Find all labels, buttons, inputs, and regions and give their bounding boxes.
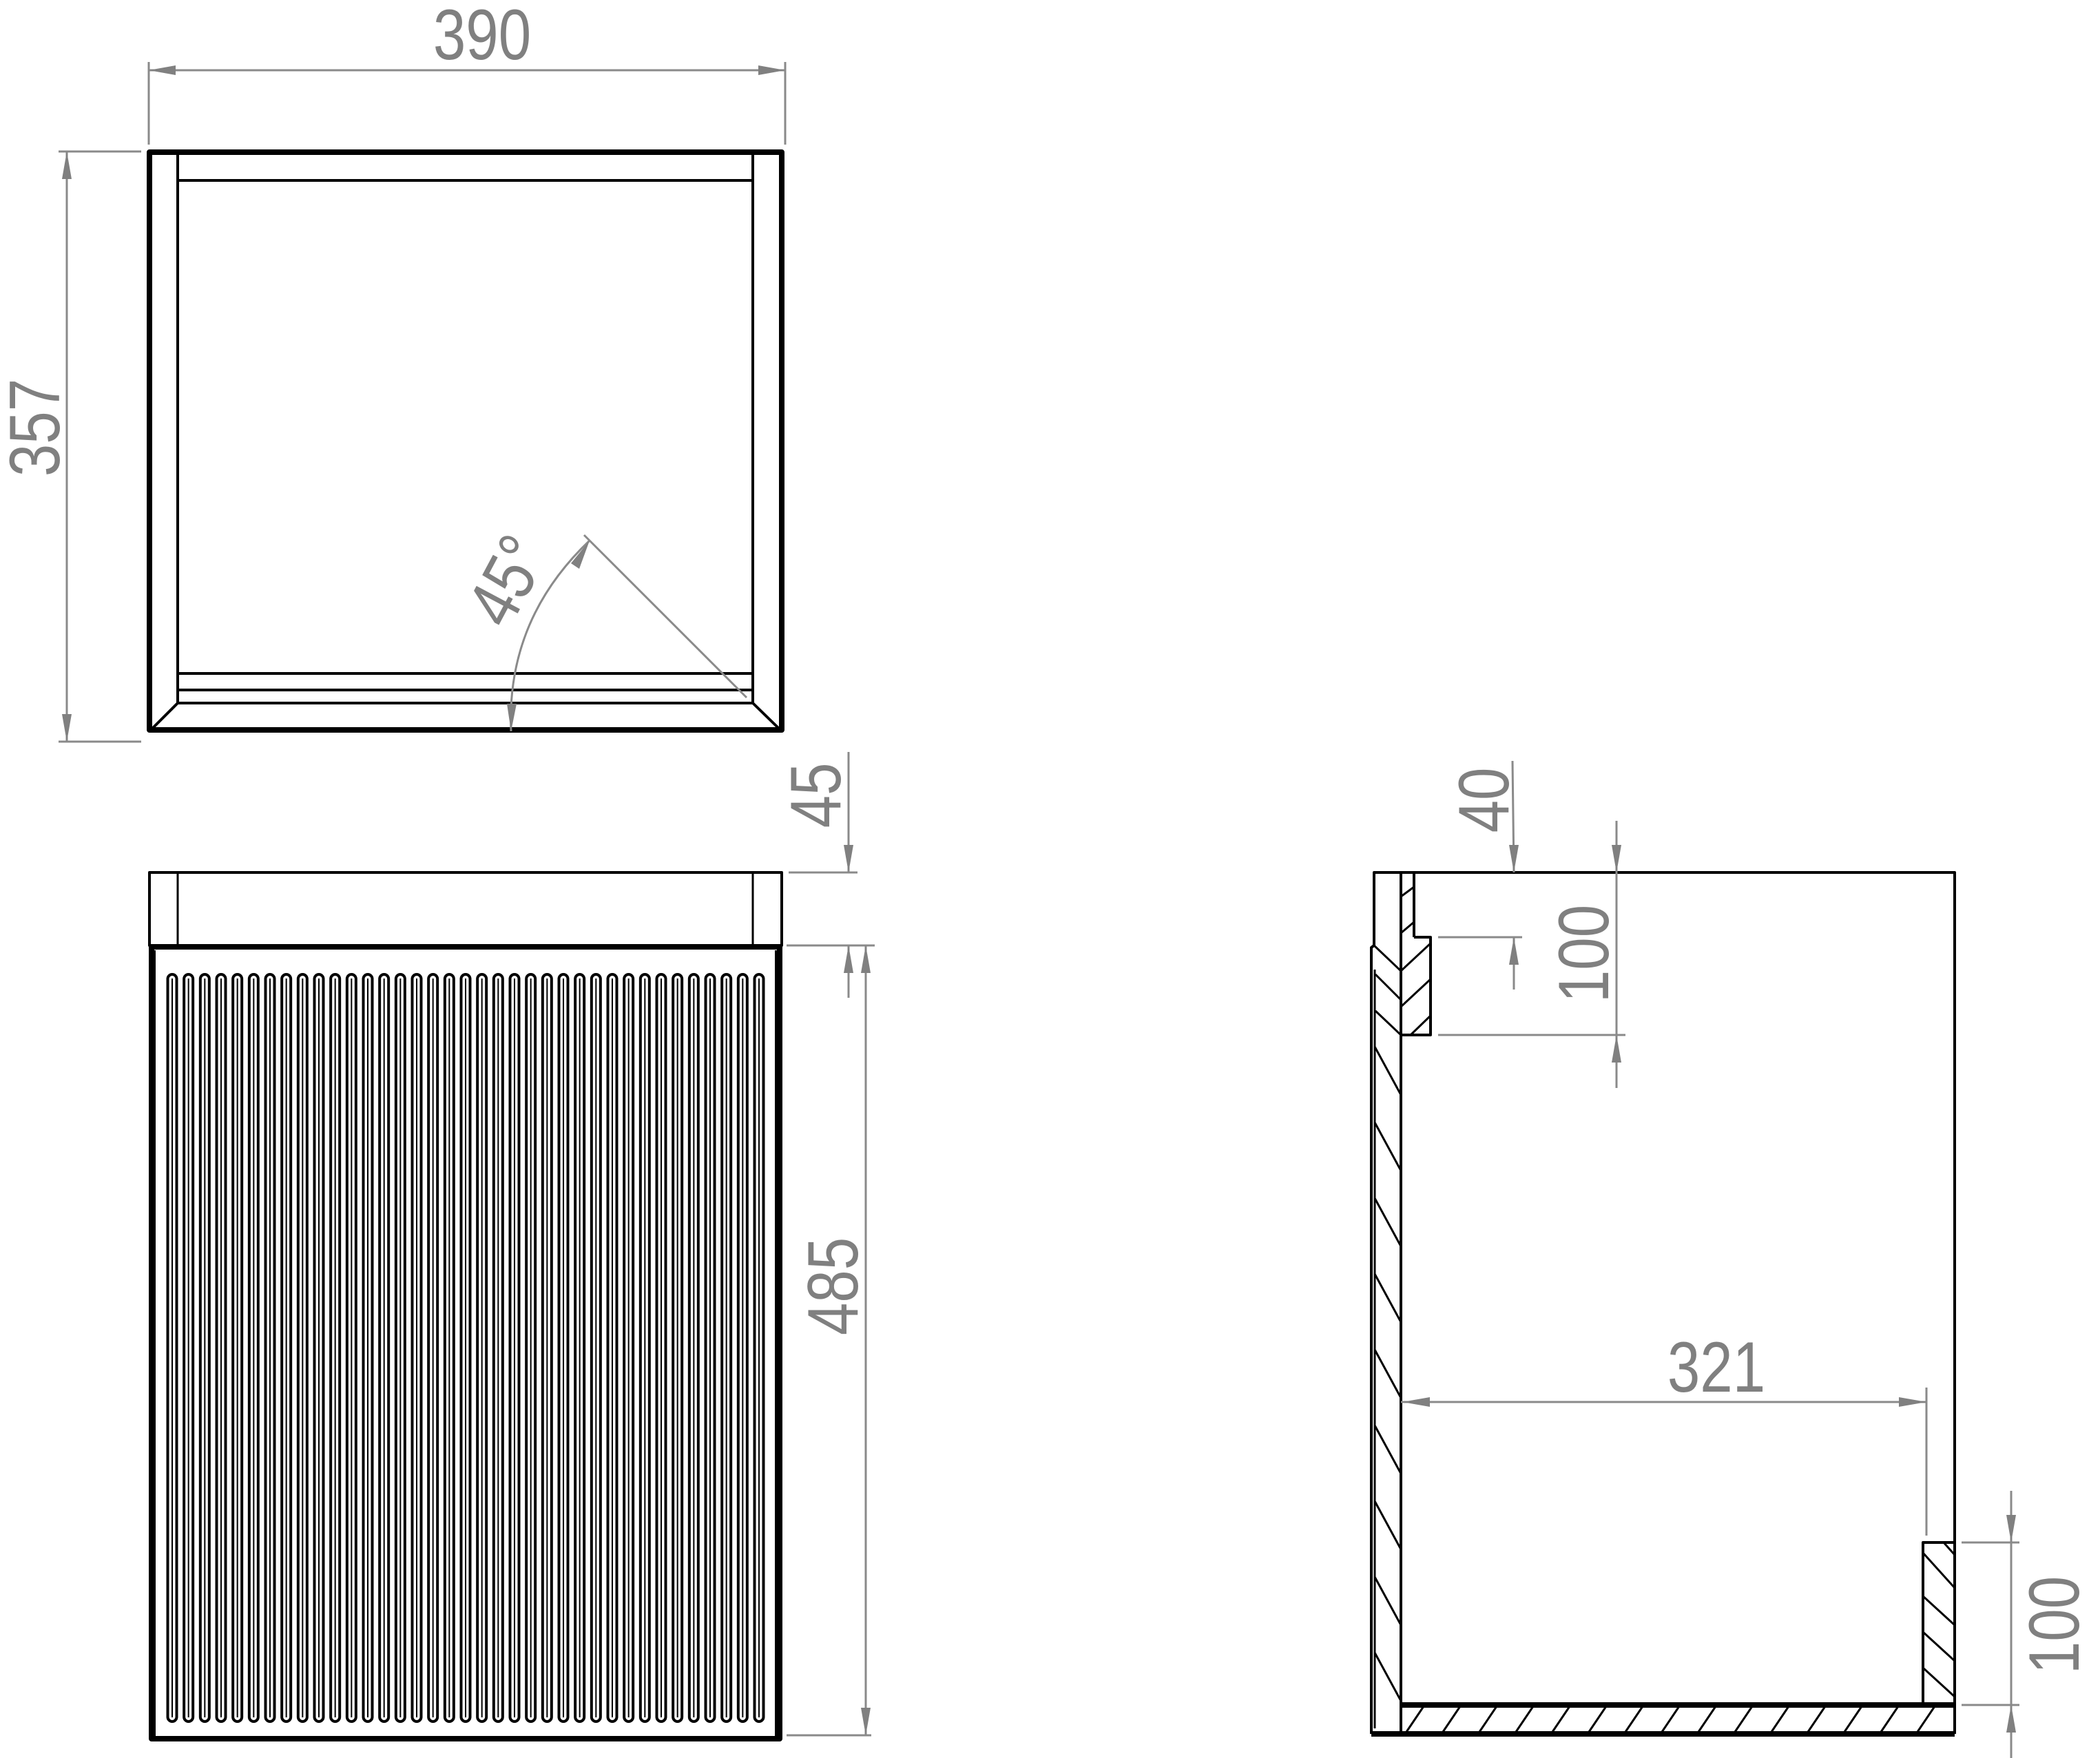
slot: [410, 973, 423, 1723]
slot: [247, 973, 260, 1723]
slot: [378, 973, 391, 1723]
dim-label-485: 485: [793, 1237, 873, 1335]
slot: [704, 973, 716, 1723]
slot: [508, 973, 521, 1723]
slot: [687, 973, 700, 1723]
dim-front-height: 485: [787, 945, 873, 1737]
slot: [280, 973, 293, 1723]
slot: [736, 973, 749, 1723]
slot: [753, 973, 765, 1723]
dim-top-angle: 45°: [452, 523, 748, 732]
dim-side-lip: 40: [1438, 760, 1524, 990]
slot: [264, 973, 276, 1723]
slot: [672, 973, 684, 1723]
dim-label-100-top: 100: [1544, 905, 1624, 1003]
slot: [183, 973, 195, 1723]
slot: [345, 973, 357, 1723]
fluted-slots: [166, 973, 765, 1723]
slot: [655, 973, 667, 1723]
slot: [198, 973, 211, 1723]
dim-front-top-band: 45: [776, 752, 875, 998]
slot: [476, 973, 488, 1723]
top-view: 390 357 45°: [0, 0, 787, 743]
dim-label-40: 40: [1444, 768, 1524, 833]
slot: [590, 973, 602, 1723]
slot: [329, 973, 342, 1723]
dim-label-390: 390: [433, 0, 531, 75]
slot: [525, 973, 537, 1723]
slot: [313, 973, 325, 1723]
dim-side-inner-depth: 321: [1401, 1328, 1928, 1536]
front-view: 45 485: [148, 752, 875, 1741]
dim-label-357: 357: [0, 379, 75, 477]
dim-top-depth: 357: [0, 150, 141, 743]
slot: [541, 973, 553, 1723]
dim-side-front-rail: 100: [1438, 821, 1625, 1088]
dim-label-100-bottom: 100: [2015, 1576, 2094, 1674]
slot: [623, 973, 635, 1723]
slot: [720, 973, 733, 1723]
dim-label-45: 45: [776, 763, 856, 828]
hatch-back-stop: [1922, 1542, 1956, 1698]
slot: [459, 973, 472, 1723]
dim-side-back-stop: 100: [1962, 1491, 2094, 1758]
slot: [443, 973, 455, 1723]
slot: [427, 973, 439, 1723]
hatch-front-rail: [1373, 886, 1432, 1036]
hatch-door-panel: [1373, 1046, 1402, 1702]
hatch-floor: [1404, 1706, 1936, 1735]
dim-top-width: 390: [147, 0, 787, 145]
dim-label-45deg: 45°: [452, 523, 564, 638]
slot: [638, 973, 651, 1723]
slot: [362, 973, 374, 1723]
slot: [574, 973, 586, 1723]
slot: [492, 973, 504, 1723]
slot: [606, 973, 618, 1723]
slot: [296, 973, 309, 1723]
slot: [215, 973, 227, 1723]
slot: [166, 973, 178, 1723]
side-section-view: 40 100 321 100: [1370, 760, 2094, 1758]
slot: [557, 973, 570, 1723]
dim-label-321: 321: [1667, 1328, 1765, 1408]
slot: [394, 973, 406, 1723]
slot: [231, 973, 244, 1723]
